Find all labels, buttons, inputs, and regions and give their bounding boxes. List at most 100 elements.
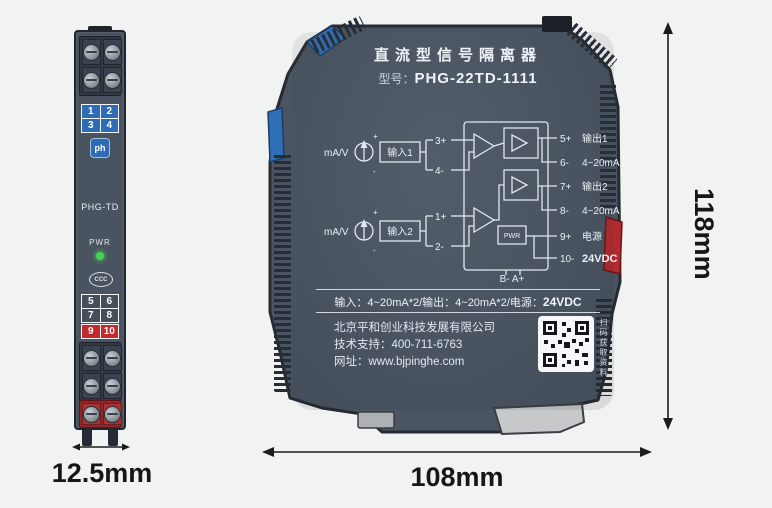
terminal-number: 5	[82, 295, 100, 308]
module-foot	[108, 430, 118, 446]
terminal-label-1: 1+	[435, 212, 447, 223]
red-clip-right	[603, 215, 623, 275]
terminal-block-power	[79, 400, 122, 428]
terminal-numbers-9-10: 9 10	[81, 324, 119, 339]
terminal-number: 9	[82, 325, 100, 338]
terminal-label-3: 3+	[435, 136, 447, 147]
screw-icon	[104, 43, 121, 61]
screw-icon	[83, 349, 100, 367]
input1-source-label: mA/V	[324, 148, 349, 159]
terminal-cell	[82, 39, 101, 65]
model-label: 型号：	[378, 72, 415, 86]
input1-name: 输入1	[387, 146, 413, 159]
terminal-label-4: 4-	[435, 166, 444, 177]
terminal-cell	[103, 373, 122, 399]
arrow-icon	[360, 140, 368, 148]
terminal-cell	[82, 373, 101, 399]
website: 网址：www.bjpinghe.com	[334, 356, 465, 368]
terminal-cell	[103, 67, 122, 93]
wiring-diagram: mA/V 输入1 + - 3+ 4- mA/V 输入2 + -	[324, 121, 620, 284]
output1-range: 4~20mA	[582, 158, 620, 169]
terminal-label-8: 8-	[560, 206, 569, 217]
screw-icon	[104, 71, 121, 89]
qr-caption: 扫码获取资料	[599, 318, 608, 378]
output1-name: 输出1	[582, 132, 608, 145]
amplifier-icon	[511, 133, 529, 153]
ccc-cert-text: CCC	[94, 276, 108, 283]
module-foot	[82, 430, 92, 446]
side-module-body: 1 2 3 4 ph PHG-TD PWR CCC 5 6 7 8 9	[74, 30, 126, 430]
terminal-cell	[82, 403, 101, 425]
terminal-label-2: 2-	[435, 242, 444, 253]
product-title: 直流型信号隔离器	[373, 47, 542, 64]
company-info: 北京平和创业科技发展有限公司 技术支持：400-711-6763 网址：www.…	[334, 320, 495, 371]
company-name: 北京平和创业科技发展有限公司	[334, 322, 495, 334]
screw-icon	[104, 349, 121, 367]
brand-logo: ph	[76, 138, 124, 158]
vent-ribs-right-top	[600, 82, 616, 212]
terminal-number: 4	[100, 119, 118, 132]
terminal-numbers-5-8: 5 6 7 8	[81, 294, 119, 323]
terminal-numbers-1-4: 1 2 3 4	[81, 104, 119, 133]
support-phone: 技术支持：400-711-6763	[334, 339, 463, 351]
top-tab	[542, 16, 572, 32]
polarity-plus: +	[373, 132, 378, 141]
output2-stage-box	[503, 169, 539, 201]
polarity-minus: -	[373, 246, 376, 255]
pwr-label: PWR	[89, 238, 111, 247]
vent-ribs-right-bottom	[596, 296, 612, 396]
width-dimension-label: 108mm	[410, 462, 504, 492]
terminal-cell	[82, 345, 101, 371]
screw-icon	[104, 377, 121, 395]
model-value: PHG-22TD-1111	[414, 70, 538, 87]
screw-icon	[104, 405, 121, 423]
terminal-cell	[103, 403, 122, 425]
spec-text: 输入：4~20mA*2/输出：4~20mA*2/电源：	[334, 297, 543, 309]
divider-line	[316, 312, 600, 313]
terminal-label-10: 10-	[560, 254, 574, 265]
isolator-block	[463, 121, 549, 271]
side-view-module: 1 2 3 4 ph PHG-TD PWR CCC 5 6 7 8 9	[74, 26, 126, 446]
terminal-block-top	[79, 36, 122, 96]
amplifier-icon	[473, 206, 496, 234]
terminal-number: 1	[82, 105, 100, 118]
terminal-label-5: 5+	[560, 134, 572, 145]
screw-icon	[83, 377, 100, 395]
ccc-cert-mark: CCC	[89, 272, 113, 287]
polarity-minus: -	[373, 167, 376, 176]
arrow-icon	[360, 219, 368, 227]
brand-logo-text: ph	[90, 138, 110, 158]
vent-ribs-left	[274, 152, 291, 392]
terminal-cell	[82, 67, 101, 93]
power-voltage: 24VDC	[582, 253, 618, 265]
front-view-module: 直流型信号隔离器 型号：PHG-22TD-1111 mA/V 输入1 + - 3…	[262, 12, 644, 440]
terminal-cell	[103, 39, 122, 65]
height-dimension-label: 118mm	[689, 188, 719, 280]
terminal-label-9: 9+	[560, 232, 572, 243]
terminal-block-bottom	[79, 342, 122, 402]
amplifier-icon	[511, 175, 529, 195]
din-rail-clip	[492, 402, 586, 436]
terminal-number: 10	[100, 325, 118, 338]
pwr-box	[497, 225, 527, 245]
output1-stage-box	[503, 127, 539, 159]
input2-name: 输入2	[387, 225, 413, 238]
side-model-text: PHG-TD	[81, 202, 119, 212]
comm-terminals-label: B- A+	[500, 274, 525, 284]
input2-source-label: mA/V	[324, 227, 349, 238]
terminal-number: 8	[100, 309, 118, 322]
din-rail-foot	[357, 411, 395, 429]
screw-icon	[83, 405, 100, 423]
screw-icon	[83, 43, 100, 61]
amplifier-icon	[473, 132, 496, 160]
divider-line	[316, 289, 600, 290]
side-width-dimension-label: 12.5mm	[51, 458, 153, 488]
screw-icon	[83, 71, 100, 89]
terminal-number: 7	[82, 309, 100, 322]
output2-range: 4~20mA	[582, 206, 620, 217]
power-name: 电源	[582, 230, 602, 243]
spec-line: 输入：4~20mA*2/输出：4~20mA*2/电源：24VDC	[314, 294, 602, 310]
polarity-plus: +	[373, 208, 378, 217]
pwr-box-label: PWR	[504, 233, 520, 240]
